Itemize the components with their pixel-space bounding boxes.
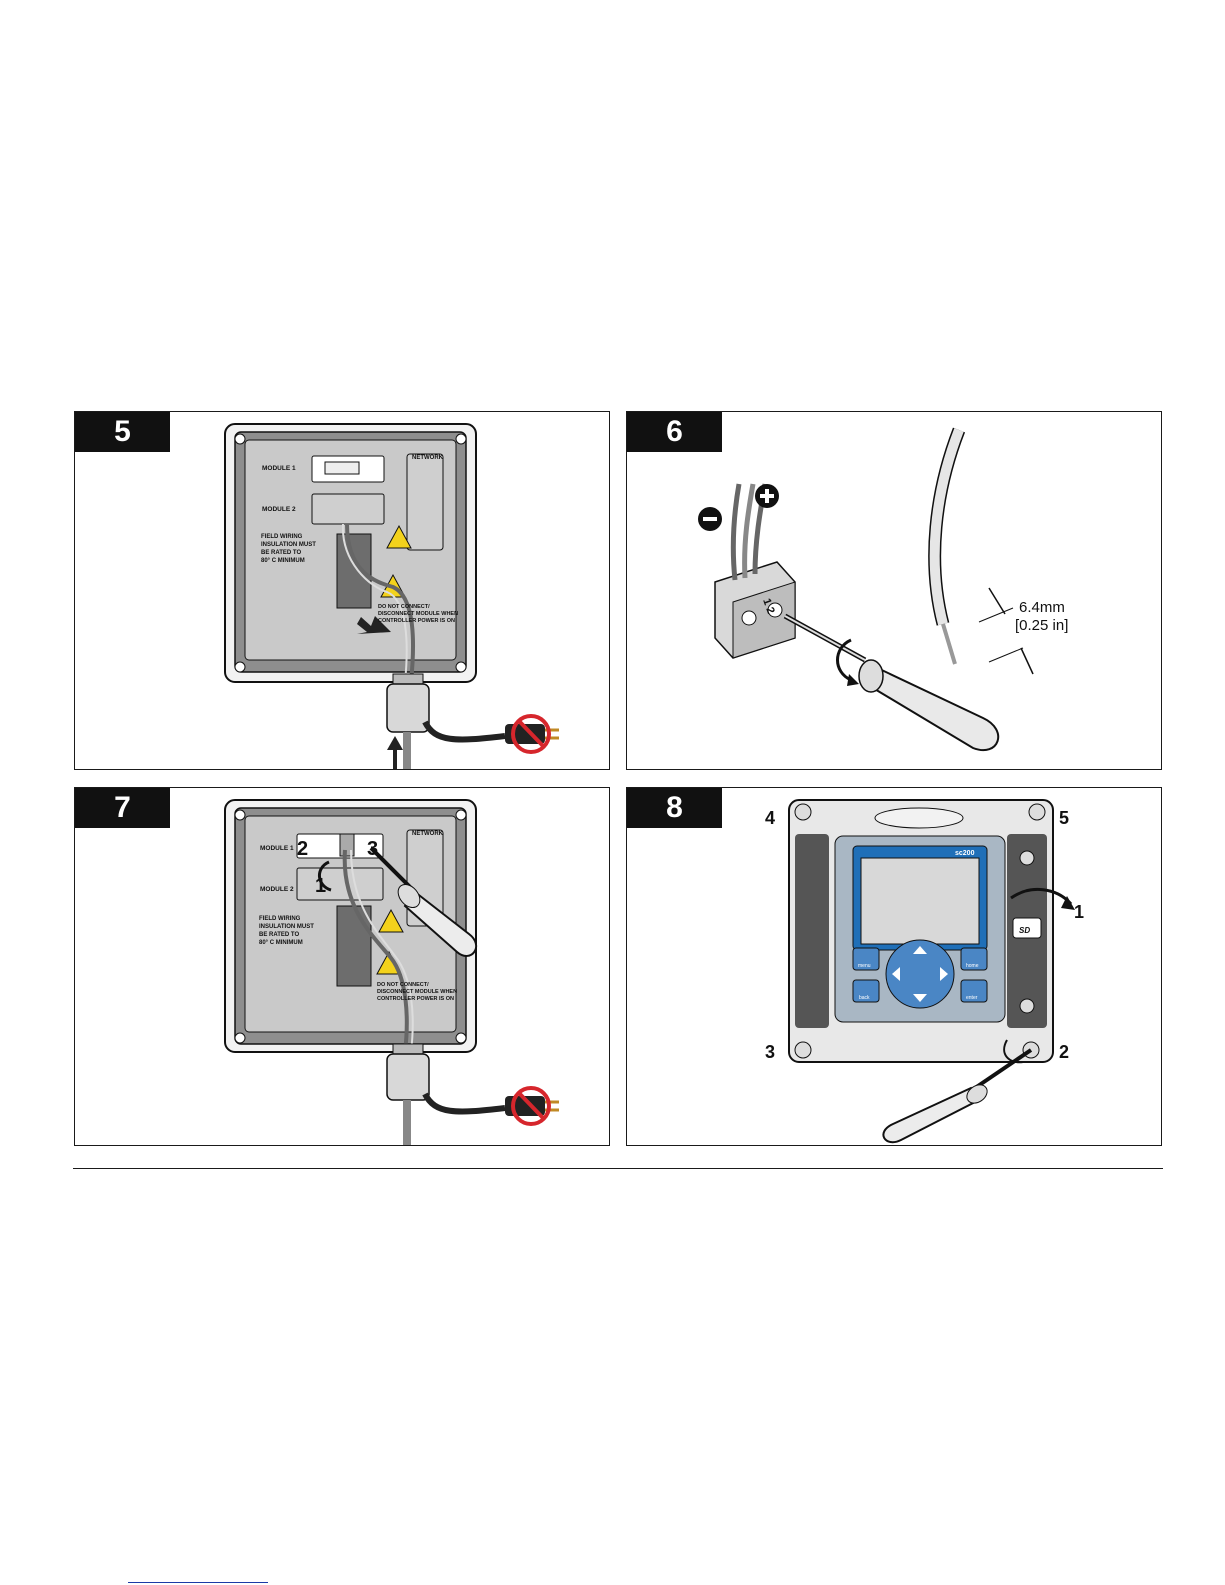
module-1-label: MODULE 1 (260, 845, 294, 852)
no-power-plug-icon (505, 1086, 559, 1126)
field-wiring-line: INSULATION MUST (259, 924, 314, 930)
up-arrow-icon (387, 736, 403, 750)
menu-key (852, 947, 880, 971)
strip-length-mm: 6.4mm (1019, 599, 1065, 616)
terminal-block: 1 2 (714, 561, 796, 659)
field-wiring-line: 80° C MINIMUM (259, 940, 303, 946)
back-key (852, 979, 880, 1003)
callout-3: 3 (367, 838, 378, 860)
step-7-badge: 7 (75, 788, 170, 828)
warning-text-line: DO NOT CONNECT/ (378, 604, 430, 610)
module-2-label: MODULE 2 (262, 506, 296, 513)
field-wiring-line: BE RATED TO (259, 932, 299, 938)
strip-length-in: [0.25 in] (1015, 617, 1068, 634)
step-5-badge: 5 (75, 412, 170, 452)
warning-text-line: DISCONNECT MODULE WHEN (378, 611, 458, 617)
rotate-arrow-icon (836, 638, 852, 682)
brand-label: sc200 (955, 850, 975, 857)
module-2-slot (311, 493, 385, 525)
nav-right-icon (940, 967, 948, 981)
screwdriver-icon (783, 613, 1000, 751)
warning-triangle-icon (378, 908, 404, 933)
positive-terminal-icon (755, 484, 779, 508)
callout-1: 1 (315, 875, 326, 897)
warning-text-line: CONTROLLER POWER IS ON (378, 618, 455, 624)
step-8-badge: 8 (627, 788, 722, 828)
sd-card-door (1012, 917, 1042, 939)
warning-text-line: DO NOT CONNECT/ (377, 982, 429, 988)
terminal-numbers: 1 2 (760, 597, 777, 615)
stripped-wire-end (941, 623, 957, 665)
module-1-label: MODULE 1 (262, 465, 296, 472)
field-wiring-line: 80° C MINIMUM (261, 558, 305, 564)
rotate-arrow-icon (318, 860, 332, 892)
warning-text-line: DISCONNECT MODULE WHEN (377, 989, 457, 995)
field-wiring-line: BE RATED TO (261, 550, 301, 556)
nav-up-icon (913, 946, 927, 954)
enter-key (960, 979, 988, 1003)
callout-1: 1 (1074, 902, 1084, 922)
field-wiring-line: FIELD WIRING (259, 916, 301, 922)
network-label: NETWORK (412, 831, 444, 837)
callout-4: 4 (765, 808, 775, 828)
cable-gland (386, 673, 430, 733)
warning-text-line: CONTROLLER POWER IS ON (377, 996, 454, 1002)
back-key-label: back (859, 995, 870, 1001)
step-7-illustration: 2 3 1 MODULE 1 MODULE 2 NETWORK FIELD WI… (224, 799, 559, 1145)
no-power-plug-icon (505, 714, 559, 754)
footer-link-underline (128, 1582, 268, 1583)
step-8-panel: 8 sc200 menu home back en (626, 787, 1162, 1146)
negative-terminal-icon (698, 507, 722, 531)
cable-gland (386, 1043, 430, 1101)
step-6-illustration: 1 2 6.4mm (698, 427, 1068, 751)
network-label: NETWORK (412, 455, 444, 461)
nav-left-icon (892, 967, 900, 981)
nav-pad (885, 939, 955, 1009)
step-6-badge: 6 (627, 412, 722, 452)
display-screen (860, 857, 980, 945)
callout-2: 2 (1059, 1042, 1069, 1062)
field-wiring-line: INSULATION MUST (261, 542, 316, 548)
step-6-panel: 6 1 2 (626, 411, 1162, 770)
callout-5: 5 (1059, 808, 1069, 828)
warning-triangle-icon (386, 524, 412, 549)
menu-key-label: menu (858, 963, 871, 969)
step-5-panel: 5 MODULE 1 MODULE 2 NETWORK FIELD WIRING (74, 411, 610, 770)
screwdriver-icon (882, 1048, 1033, 1143)
module-2-slot (296, 867, 384, 901)
enter-key-label: enter (966, 995, 978, 1001)
callout-2: 2 (297, 838, 308, 860)
section-divider (73, 1168, 1163, 1169)
field-wiring-line: FIELD WIRING (261, 534, 303, 540)
module-2-label: MODULE 2 (260, 886, 294, 893)
insert-arrow-icon (357, 616, 391, 634)
network-slot (406, 453, 444, 551)
nav-down-icon (913, 994, 927, 1002)
home-key-label: home (966, 963, 979, 969)
step-5-illustration: MODULE 1 MODULE 2 NETWORK FIELD WIRING I… (224, 423, 559, 769)
sd-label: SD (1019, 926, 1030, 935)
home-key (960, 947, 988, 971)
step-8-illustration: sc200 menu home back enter SD 1 2 3 4 5 (765, 799, 1084, 1143)
callout-3: 3 (765, 1042, 775, 1062)
step-7-panel: 7 2 3 1 MODULE 1 MODUL (74, 787, 610, 1146)
screwdriver-icon (369, 846, 477, 957)
